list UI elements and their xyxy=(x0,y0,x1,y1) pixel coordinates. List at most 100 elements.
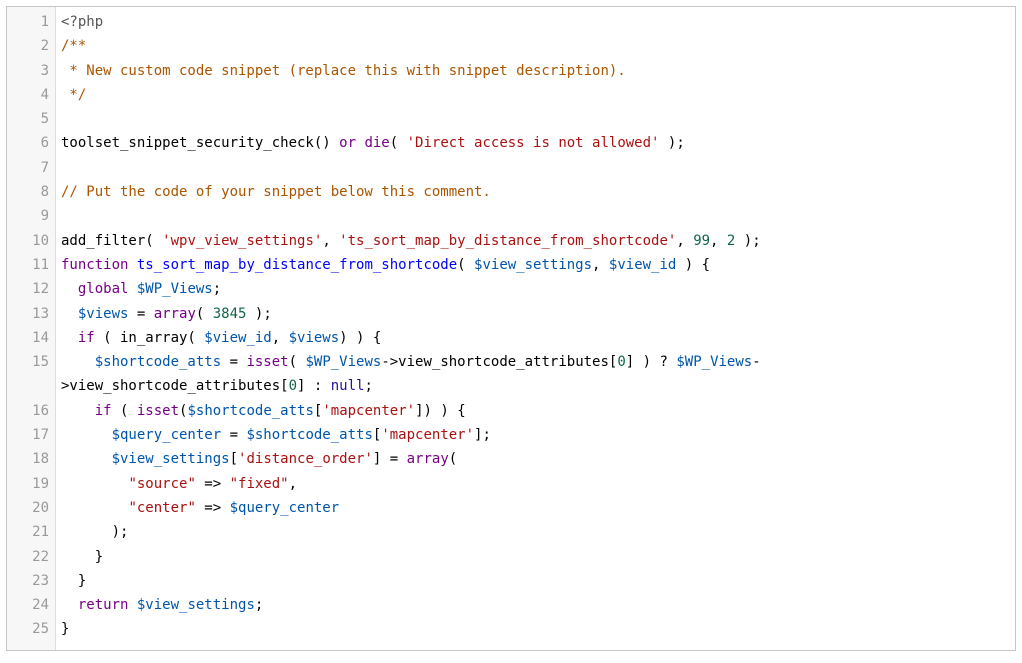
code-line[interactable]: 4 */ xyxy=(7,83,1015,107)
token-plain: => xyxy=(195,475,230,492)
token-string: 'mapcenter' xyxy=(322,402,416,419)
line-number: 3 xyxy=(40,62,49,79)
code-text: // Put the code of your snippet below th… xyxy=(55,180,491,204)
line-number: 9 xyxy=(40,208,49,225)
token-plain: ; xyxy=(212,281,222,298)
code-line[interactable]: 23 } xyxy=(7,569,1015,593)
code-line[interactable]: 2 /** xyxy=(7,34,1015,58)
line-number: 1 xyxy=(40,14,49,30)
code-text: if ( in_array( $view_id, $views) ) { xyxy=(55,326,381,350)
code-line[interactable]: 21 ); xyxy=(7,520,1015,544)
code-text: /** xyxy=(55,34,86,58)
token-keyword: isset xyxy=(136,402,180,419)
token-keyword: array xyxy=(406,451,449,468)
token-plain xyxy=(61,500,128,516)
token-variable: $query_center xyxy=(111,427,222,444)
token-number: 2 xyxy=(726,232,736,249)
token-string: 'distance_order' xyxy=(238,451,373,468)
code-line[interactable]: 11 function ts_sort_map_by_distance_from_… xyxy=(7,253,1015,277)
line-number: 20 xyxy=(32,499,49,516)
code-line[interactable]: 7 xyxy=(7,156,1015,180)
token-plain xyxy=(61,306,78,322)
token-meta: <?php xyxy=(61,14,104,30)
code-line[interactable]: 22 } xyxy=(7,545,1015,569)
code-line[interactable]: 17 $query_center = $shortcode_atts['mapc… xyxy=(7,423,1015,447)
code-text: */ xyxy=(55,83,86,107)
code-line[interactable]: 1 <?php xyxy=(7,10,1015,34)
code-text: $query_center = $shortcode_atts['mapcent… xyxy=(55,423,491,447)
code-text: $shortcode_atts = isset( $WP_Views->view… xyxy=(55,350,761,374)
code-line[interactable]: 19 "source" => "fixed", xyxy=(7,472,1015,496)
token-plain: - xyxy=(752,354,761,371)
line-number: 21 xyxy=(32,524,49,541)
line-number: 15 xyxy=(32,354,49,371)
code-line[interactable]: 9 xyxy=(7,204,1015,228)
token-plain: ); xyxy=(659,135,685,152)
token-comment: // Put the code of your snippet below th… xyxy=(61,184,491,201)
code-line[interactable]: 25} xyxy=(7,617,1015,641)
line-number: 12 xyxy=(32,281,49,298)
token-comment: * New custom code snippet (replace this … xyxy=(61,62,626,79)
token-plain: ( xyxy=(195,305,213,322)
token-plain: , xyxy=(322,232,340,249)
token-plain: } xyxy=(61,621,70,638)
token-def: ts_sort_map_by_distance_from_shortcode xyxy=(136,256,458,273)
token-plain: ( xyxy=(457,256,475,273)
code-line[interactable]: 3 * New custom code snippet (replace thi… xyxy=(7,59,1015,83)
token-plain: ]) ) { xyxy=(415,402,466,419)
code-line[interactable]: 16 if ( isset($shortcode_atts['mapcenter… xyxy=(7,399,1015,423)
token-variable: $shortcode_atts xyxy=(94,354,222,371)
token-number: 99 xyxy=(693,232,711,249)
token-plain xyxy=(61,330,78,346)
code-line[interactable]: 14 if ( in_array( $view_id, $views) ) { xyxy=(7,326,1015,350)
code-text xyxy=(55,204,61,228)
line-number: 11 xyxy=(32,256,49,273)
code-line[interactable]: 8// Put the code of your snippet below t… xyxy=(7,180,1015,204)
token-plain: ); xyxy=(246,305,272,322)
code-line[interactable]: 5 xyxy=(7,107,1015,131)
token-plain: , xyxy=(710,232,727,249)
token-plain: , xyxy=(676,232,694,249)
code-text: function ts_sort_map_by_distance_from_sh… xyxy=(55,253,710,277)
token-plain: ( xyxy=(179,402,188,419)
token-plain: [ xyxy=(372,427,382,444)
token-keyword: die xyxy=(364,135,390,152)
token-plain: ( xyxy=(288,354,306,371)
code-line[interactable]: 13 $views = array( 3845 ); xyxy=(7,302,1015,326)
token-variable: $view_settings xyxy=(111,451,230,468)
code-line[interactable]: >view_shortcode_attributes[0] : null; xyxy=(7,374,1015,398)
token-plain: toolset_snippet_security_check() xyxy=(61,135,340,152)
line-number: 6 xyxy=(40,135,49,152)
code-line[interactable]: 24 return $view_settings; xyxy=(7,593,1015,617)
token-comment: */ xyxy=(61,86,87,103)
token-plain: ; xyxy=(364,378,373,395)
token-plain: ( xyxy=(389,135,407,152)
token-plain: = xyxy=(221,427,247,444)
token-plain: , xyxy=(271,329,289,346)
code-text: ); xyxy=(55,520,129,544)
token-plain: ); xyxy=(735,232,761,249)
token-keyword: if xyxy=(94,402,112,419)
token-plain: >view_shortcode_attributes[ xyxy=(61,378,289,395)
token-plain xyxy=(61,427,112,443)
code-line[interactable]: 15 $shortcode_atts = isset( $WP_Views->v… xyxy=(7,350,1015,374)
line-number: 2 xyxy=(40,38,49,55)
token-string: 'ts_sort_map_by_distance_from_shortcode' xyxy=(339,232,677,249)
token-keyword: isset xyxy=(246,354,289,371)
token-plain: , xyxy=(592,256,609,273)
token-string: "source" xyxy=(128,475,196,492)
code-line[interactable]: 12 global $WP_Views; xyxy=(7,277,1015,301)
token-plain xyxy=(128,281,136,297)
line-number: 22 xyxy=(32,548,49,565)
token-plain: [ xyxy=(313,402,323,419)
token-plain: ) { xyxy=(676,256,711,273)
code-line[interactable]: 20 "center" => $query_center xyxy=(7,496,1015,520)
token-string: "center" xyxy=(128,499,196,516)
token-plain: } xyxy=(61,572,87,589)
code-text: } xyxy=(55,545,103,569)
line-number: 19 xyxy=(32,475,49,492)
code-line[interactable]: 18 $view_settings['distance_order'] = ar… xyxy=(7,447,1015,471)
